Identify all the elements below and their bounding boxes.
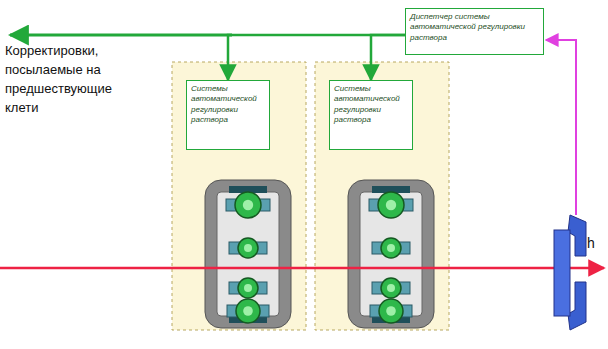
gauge-signal-line [546,40,576,215]
dispatcher-box: Диспетчер системы автоматической регулир… [405,8,544,55]
control-connector [371,35,405,80]
roll-hub [243,200,253,210]
roll-chock [369,199,413,211]
corrections-label: Корректировки, посылаемые на предшествую… [5,42,145,117]
roll-chock [227,305,269,317]
stand-window [217,192,279,316]
roll-hub [244,244,252,252]
box-text: Системы автоматической регулировки раств… [187,81,269,129]
roll [238,278,258,298]
roll-hub [387,284,395,292]
roll-chock [226,199,270,211]
thickness-gauge [554,230,570,316]
correction-line [10,34,232,37]
thickness-gauge [568,282,586,330]
roll-hub [386,200,396,210]
roll-chock [370,305,412,317]
thickness-gauge [568,215,586,256]
control-system-box: Системы автоматической регулировки раств… [329,80,413,150]
rolling-stand [348,180,434,328]
roll [381,238,401,258]
box-text: Системы автоматической регулировки раств… [330,81,412,129]
stand-housing [348,180,434,328]
strip-line [0,267,604,270]
roll [238,238,258,258]
roll-hub [386,306,396,316]
thickness-label: h [587,235,601,252]
control-system-box: Системы автоматической регулировки раств… [186,80,270,150]
roll [379,299,403,323]
roll-hub [243,306,253,316]
roll [381,278,401,298]
stand-panel [172,62,306,330]
stand-housing [205,180,291,328]
rolling-stand [205,180,291,328]
roll [378,192,404,218]
roll [236,299,260,323]
box-text: Диспетчер системы автоматической регулир… [406,9,543,46]
control-connector [228,35,405,80]
stand-window [360,192,422,316]
stand-panel [315,62,449,330]
roll-hub [244,284,252,292]
roll-hub [387,244,395,252]
roll [235,192,261,218]
